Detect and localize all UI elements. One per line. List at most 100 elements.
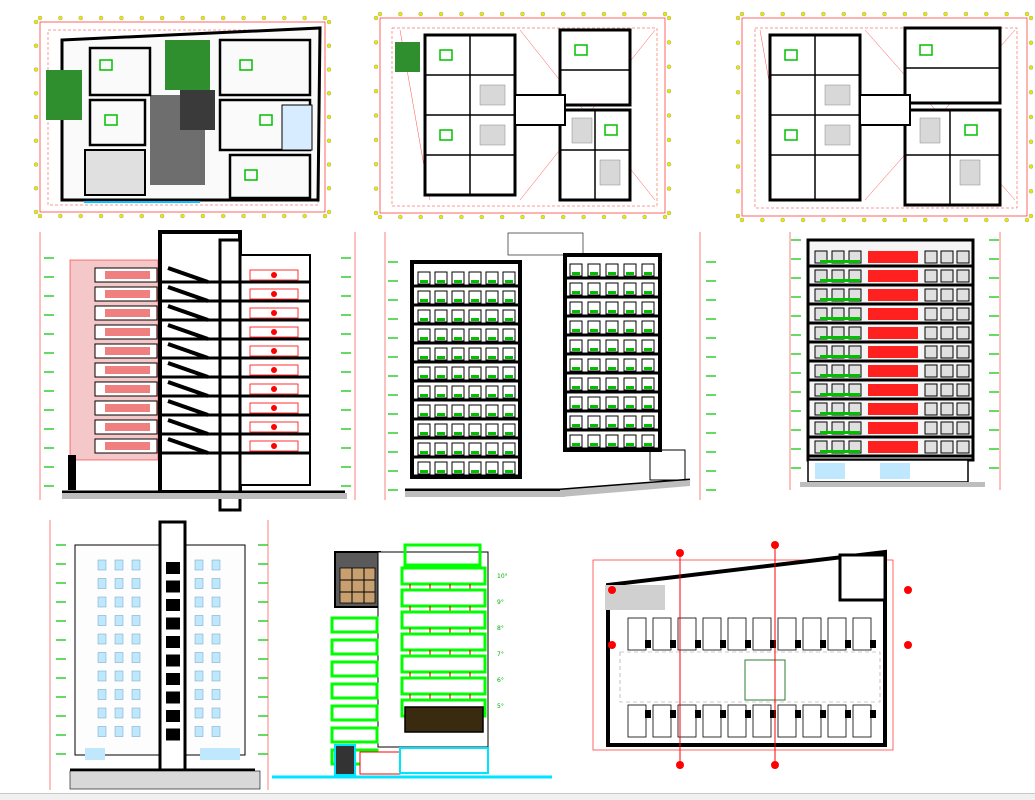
ground-floor-plan xyxy=(39,21,326,213)
grid-node xyxy=(322,15,328,21)
stair-flight xyxy=(167,380,209,398)
furniture xyxy=(271,348,277,354)
window xyxy=(131,707,141,719)
grid-node xyxy=(499,11,505,17)
window xyxy=(97,559,107,571)
parking-slot xyxy=(677,704,697,738)
parking-slot xyxy=(827,704,847,738)
parking-slot xyxy=(677,617,697,651)
window xyxy=(211,670,221,682)
column xyxy=(670,710,676,718)
grid-node xyxy=(662,214,668,220)
window xyxy=(211,578,221,589)
window xyxy=(194,707,204,719)
plant xyxy=(454,375,462,378)
grid-node xyxy=(1028,40,1034,45)
window xyxy=(131,652,141,663)
window xyxy=(114,726,124,737)
plant xyxy=(590,310,598,313)
plant xyxy=(572,329,580,332)
window xyxy=(131,615,141,626)
plant xyxy=(488,451,496,454)
grid-node xyxy=(561,11,566,17)
plant xyxy=(454,280,462,283)
room-fill xyxy=(105,442,150,450)
window xyxy=(194,578,204,589)
grid-node xyxy=(666,40,672,45)
plant xyxy=(644,310,652,313)
plant xyxy=(644,386,652,389)
plant xyxy=(644,405,652,408)
plant xyxy=(454,470,462,473)
room-fill xyxy=(105,347,150,355)
window xyxy=(956,288,970,302)
plant xyxy=(572,424,580,427)
plant xyxy=(608,272,616,275)
plant xyxy=(505,451,513,454)
grid-node xyxy=(540,11,546,17)
plant xyxy=(626,291,634,294)
window xyxy=(956,326,970,340)
grid-node xyxy=(735,65,741,70)
furniture xyxy=(271,310,277,316)
column xyxy=(745,710,751,718)
window xyxy=(194,670,204,682)
window xyxy=(194,559,204,571)
stair-flight xyxy=(167,437,209,455)
window xyxy=(114,689,124,700)
red-panel xyxy=(868,308,918,320)
plant xyxy=(590,329,598,332)
plant xyxy=(454,394,462,397)
plant xyxy=(626,405,634,408)
column xyxy=(870,640,876,648)
axis-bubble xyxy=(904,586,912,594)
plant xyxy=(505,413,513,416)
plant xyxy=(590,291,598,294)
grid-node xyxy=(78,213,83,219)
plant xyxy=(626,367,634,370)
grid-node xyxy=(1028,90,1034,95)
plant xyxy=(454,337,462,340)
plant xyxy=(572,443,580,446)
room-fill xyxy=(105,328,150,336)
stair-block xyxy=(166,580,180,593)
plant xyxy=(505,299,513,302)
plant xyxy=(437,318,445,321)
parking-slot xyxy=(652,617,672,651)
grid-node xyxy=(666,64,672,69)
svg-text:9°: 9° xyxy=(497,599,504,606)
grid-node xyxy=(58,213,63,219)
window xyxy=(114,596,124,608)
svg-text:8°: 8° xyxy=(497,625,504,632)
grid-node xyxy=(666,162,672,167)
plant xyxy=(608,310,616,313)
grid-node xyxy=(666,113,672,118)
parking-slot xyxy=(627,617,647,651)
column xyxy=(670,640,676,648)
grid-node xyxy=(438,214,444,220)
plant xyxy=(626,272,634,275)
window xyxy=(940,383,954,397)
plant xyxy=(644,424,652,427)
furniture xyxy=(271,424,277,430)
basement-parking-plan xyxy=(592,541,912,769)
stair-flight xyxy=(167,342,209,360)
plant xyxy=(644,272,652,275)
window xyxy=(131,633,141,645)
grid-node xyxy=(302,15,307,21)
room-fill xyxy=(105,290,150,298)
plant xyxy=(608,348,616,351)
red-panel xyxy=(868,403,918,415)
plant-strip xyxy=(820,431,860,434)
window xyxy=(211,596,221,608)
grid-node xyxy=(780,11,785,17)
furniture xyxy=(271,443,277,449)
parking-slot xyxy=(627,704,647,738)
grid-node xyxy=(520,214,525,220)
grid-node xyxy=(33,67,39,72)
plant xyxy=(488,394,496,397)
grid-node xyxy=(373,210,379,216)
red-panel xyxy=(868,365,918,377)
window xyxy=(956,345,970,359)
grid-node xyxy=(33,91,39,96)
